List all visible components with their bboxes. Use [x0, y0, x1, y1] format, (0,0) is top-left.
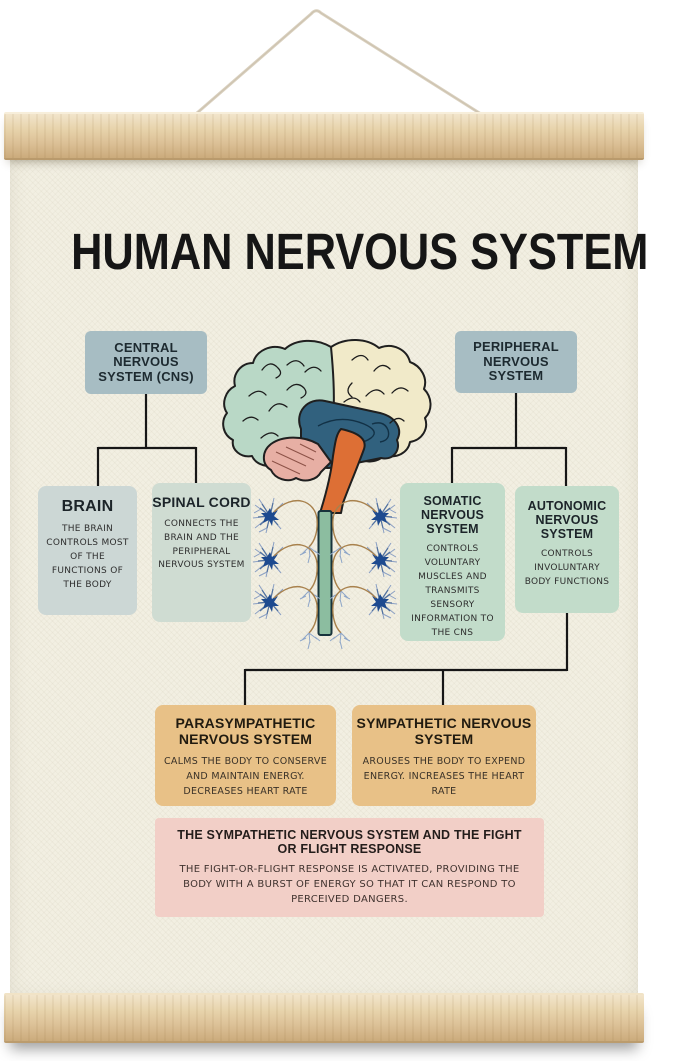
callout-title: THE SYMPATHETIC NERVOUS SYSTEM AND THE F…	[177, 828, 522, 856]
node-parasympathetic-nervous-system: PARASYMPATHETIC NERVOUS SYSTEM CALMS THE…	[155, 705, 336, 806]
node-title: SOMATIC NERVOUS SYSTEM	[421, 494, 484, 536]
hanging-string	[181, 9, 501, 128]
node-label: PERIPHERAL NERVOUS SYSTEM	[473, 339, 559, 384]
node-autonomic-nervous-system: AUTONOMIC NERVOUS SYSTEM CONTROLS INVOLU…	[515, 486, 619, 613]
node-peripheral-nervous-system: PERIPHERAL NERVOUS SYSTEM	[455, 331, 577, 393]
node-description: AROUSES THE BODY TO EXPEND ENERGY. INCRE…	[362, 756, 526, 797]
connector-lines	[96, 392, 569, 705]
node-description: CALMS THE BODY TO CONSERVE AND MAINTAIN …	[163, 756, 328, 797]
page-title: HUMAN NERVOUS SYSTEM	[71, 223, 649, 280]
brain-illustration	[222, 339, 432, 636]
node-title: SPINAL CORD	[152, 494, 251, 510]
callout-fight-or-flight: THE SYMPATHETIC NERVOUS SYSTEM AND THE F…	[155, 818, 544, 917]
node-title: AUTONOMIC NERVOUS SYSTEM	[527, 499, 607, 541]
node-spinal-cord: SPINAL CORD CONNECTS THE BRAIN AND THE P…	[152, 483, 251, 622]
node-description: CONNECTS THE BRAIN AND THE PERIPHERAL NE…	[158, 518, 245, 571]
node-title: PARASYMPATHETIC NERVOUS SYSTEM	[175, 715, 316, 747]
node-title: SYMPATHETIC NERVOUS SYSTEM	[356, 715, 532, 747]
node-somatic-nervous-system: SOMATIC NERVOUS SYSTEM CONTROLS VOLUNTAR…	[400, 483, 505, 641]
node-description: CONTROLS VOLUNTARY MUSCLES AND TRANSMITS…	[411, 544, 494, 638]
spinal-cord-graphic	[317, 510, 333, 636]
callout-description: THE FIGHT-OR-FLIGHT RESPONSE IS ACTIVATE…	[179, 864, 520, 905]
node-brain: BRAIN THE BRAIN CONTROLS MOST OF THE FUN…	[38, 486, 137, 615]
wood-bar-bottom	[4, 993, 644, 1043]
node-sympathetic-nervous-system: SYMPATHETIC NERVOUS SYSTEM AROUSES THE B…	[352, 705, 536, 806]
node-central-nervous-system: CENTRAL NERVOUS SYSTEM (CNS)	[85, 331, 207, 394]
node-title: BRAIN	[61, 498, 114, 515]
node-description: THE BRAIN CONTROLS MOST OF THE FUNCTIONS…	[46, 523, 129, 590]
wood-bar-top	[4, 112, 644, 160]
node-description: CONTROLS INVOLUNTARY BODY FUNCTIONS	[524, 549, 610, 587]
node-label: CENTRAL NERVOUS SYSTEM (CNS)	[98, 339, 194, 384]
